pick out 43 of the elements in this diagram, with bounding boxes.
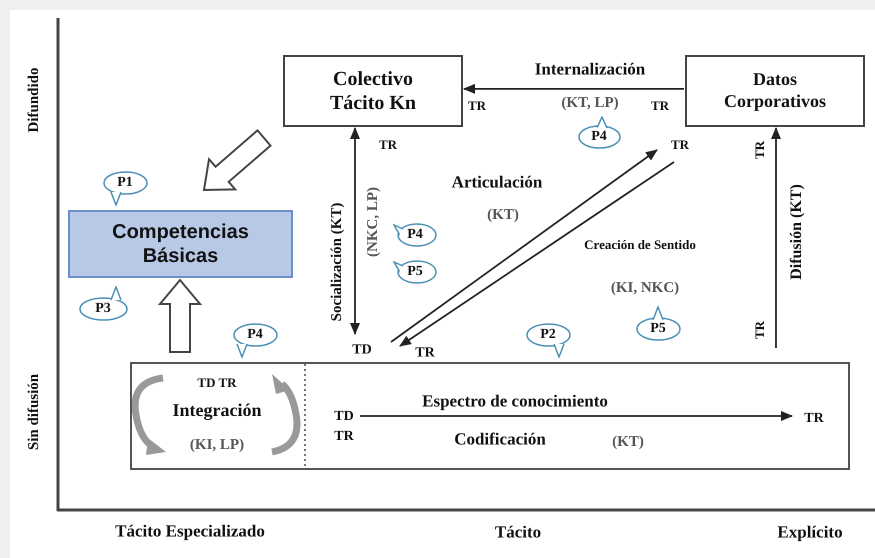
edge-label: Difusión (KT) [788, 184, 806, 280]
box-title: Colectivo Tácito Kn [328, 67, 418, 115]
annotation-text: TD TR [327, 407, 361, 447]
annotation-text: TR [796, 409, 832, 431]
edge-label: Espectro de conocimiento [422, 392, 608, 412]
block-arrow [158, 278, 202, 353]
annotation-text: TD [352, 342, 372, 358]
axis-label: Sin difusión [26, 374, 42, 450]
axis-label: Tácito Especializado [115, 522, 265, 542]
annotation-text: (KT) [612, 434, 644, 450]
annotation-text: (NKC, LP) [364, 187, 382, 257]
annotation-text: TR [415, 345, 435, 361]
process-box [685, 55, 865, 127]
highlight-box [68, 210, 293, 278]
spectrum-panel [130, 362, 850, 470]
annotation-text: TR [752, 320, 768, 340]
annotation-text: TR [378, 138, 398, 152]
process-label: Integración [172, 401, 262, 421]
arrow [390, 149, 658, 343]
annotation-text: TR [670, 138, 690, 152]
annotation-text: (KT, LP) [561, 94, 619, 112]
arrow [771, 127, 781, 348]
arrow [399, 161, 674, 347]
axis-label: Tácito [494, 524, 542, 542]
arrow [360, 411, 793, 422]
annotation-text: (KT) [487, 206, 519, 224]
box-title: Competencias Básicas [111, 220, 250, 268]
process-box [283, 55, 463, 127]
annotation-text: (KI, NKC) [610, 280, 680, 296]
edge-label: Creación de Sentido [584, 238, 696, 252]
edge-label: Socialización (KT) [328, 202, 346, 322]
axis-label: Explícito [777, 524, 843, 542]
arrow [350, 127, 360, 335]
annotation-text: TR [650, 98, 670, 114]
arrow [463, 84, 684, 94]
box-title: Datos Corporativos [723, 69, 827, 113]
process-label: Codificación [454, 430, 546, 450]
annotation-text: (KI, LP) [190, 436, 244, 454]
axis-label: Difundido [26, 67, 42, 133]
annotation-text: TR [752, 140, 768, 160]
block-arrow [202, 128, 272, 192]
annotation-text: TR [468, 98, 486, 114]
annotation-text: TD TR [197, 376, 237, 390]
